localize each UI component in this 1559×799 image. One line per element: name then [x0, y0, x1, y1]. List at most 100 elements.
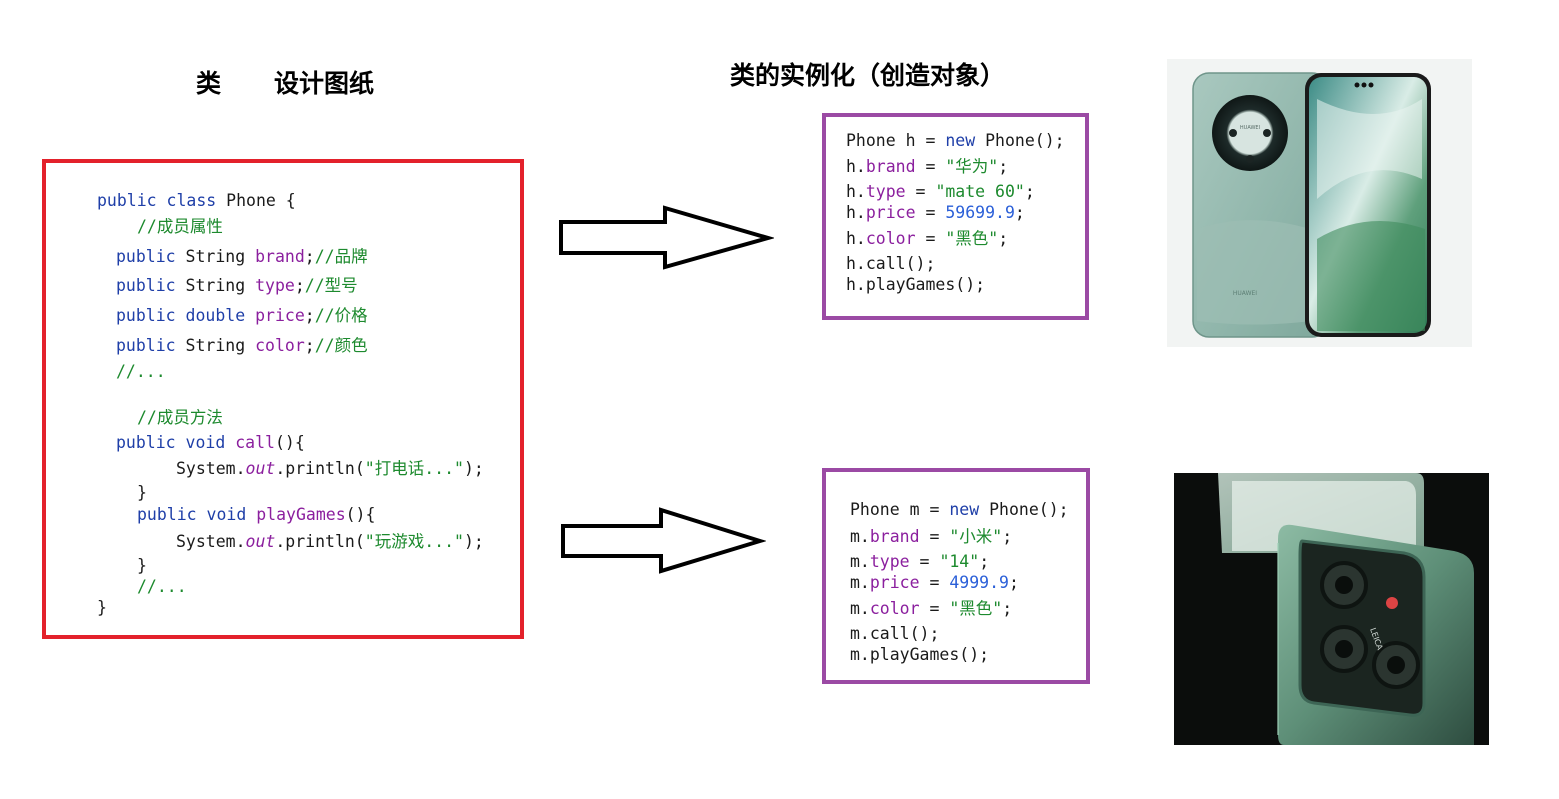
code-line-playgames-println: System.out.println("玩游戏...");	[176, 532, 484, 552]
xiaomi-phone-image: LEICA	[1174, 473, 1489, 745]
code-line-color: public String color;//颜色	[116, 336, 368, 356]
code-text: );	[463, 459, 484, 478]
code-text: ;	[1008, 573, 1019, 592]
huawei-phone-image: HUAWEI HUAWEI	[1167, 59, 1472, 347]
code-text: Phone h =	[846, 131, 946, 150]
code-text: Phone();	[989, 500, 1069, 519]
field-name: price	[865, 203, 916, 222]
field-name: price	[255, 306, 305, 325]
type-name: String	[185, 247, 256, 266]
comment-ellipsis: //...	[116, 362, 166, 381]
code-text: System.	[176, 459, 246, 478]
code-text: h.	[846, 203, 866, 222]
code-text: m.	[850, 599, 870, 618]
class-definition-box: public class Phone { //成员属性 public Strin…	[42, 159, 524, 639]
comment: //品牌	[314, 247, 368, 266]
code-line-m-type: m.type = "14";	[850, 552, 989, 572]
field-name: price	[869, 573, 920, 592]
code-text: System.	[176, 532, 246, 551]
code-text: h.	[846, 182, 866, 201]
code-text: .println(	[275, 459, 365, 478]
code-text: ;	[1002, 599, 1013, 618]
code-line-h-call: h.call();	[846, 254, 936, 273]
field-name: color	[869, 599, 920, 618]
code-text: Phone {	[226, 191, 296, 210]
code-text: h.	[846, 229, 866, 248]
code-text: =	[915, 229, 946, 248]
code-text: Phone();	[985, 131, 1065, 150]
string-literal: "黑色"	[949, 599, 1003, 618]
comment: //价格	[314, 306, 368, 325]
code-line-playgames-method: public void playGames(){	[137, 505, 375, 525]
code-text: ;	[304, 247, 315, 266]
code-text: =	[905, 182, 936, 201]
string-literal: "玩游戏..."	[364, 532, 464, 551]
code-line-close-brace: }	[137, 483, 147, 502]
code-line-close-brace: }	[137, 556, 147, 575]
code-text: ;	[998, 157, 1009, 176]
code-line-m-color: m.color = "黑色";	[850, 599, 1012, 619]
arrow-right-icon	[561, 507, 766, 574]
string-literal: "黑色"	[945, 229, 999, 248]
type-name: String	[185, 336, 256, 355]
code-text: m.	[850, 552, 870, 571]
class-heading: 类	[196, 69, 222, 98]
blueprint-heading: 设计图纸	[274, 69, 375, 98]
field-name: type	[865, 182, 906, 201]
code-text: (){	[274, 433, 305, 452]
keyword: public void	[137, 505, 257, 524]
code-text: =	[915, 203, 946, 222]
keyword: public	[116, 247, 186, 266]
code-line-new-h: Phone h = new Phone();	[846, 131, 1065, 151]
xiaomi-phone-illustration: LEICA	[1218, 473, 1474, 745]
huawei-object-box: Phone h = new Phone(); h.brand = "华为"; h…	[822, 113, 1089, 320]
string-literal: "mate 60"	[935, 182, 1025, 201]
number-literal: 59699.9	[945, 203, 1015, 222]
code-line-m-price: m.price = 4999.9;	[850, 573, 1019, 593]
field-name: color	[865, 229, 916, 248]
code-line-class-close: }	[97, 598, 107, 617]
huawei-back-logo-text: HUAWEI	[1233, 290, 1257, 297]
static-field: out	[245, 459, 276, 478]
code-line-new-m: Phone m = new Phone();	[850, 500, 1069, 520]
code-text: .println(	[275, 532, 365, 551]
method-name: call	[235, 433, 275, 452]
code-text: =	[915, 157, 946, 176]
code-line-price: public double price;//价格	[116, 306, 368, 326]
string-literal: "小米"	[949, 527, 1003, 546]
code-line-call-println: System.out.println("打电话...");	[176, 459, 484, 479]
code-line-call-method: public void call(){	[116, 433, 305, 453]
string-literal: "打电话..."	[364, 459, 464, 478]
code-text: ;	[304, 336, 315, 355]
comment-ellipsis: //...	[137, 577, 187, 596]
code-text: m.	[850, 573, 870, 592]
comment-member-fields: //成员属性	[137, 217, 223, 236]
field-name: brand	[865, 157, 916, 176]
code-text: =	[919, 573, 950, 592]
keyword: new	[949, 500, 990, 519]
code-text: ;	[1014, 203, 1025, 222]
string-literal: "14"	[939, 552, 980, 571]
type-name: double	[185, 306, 256, 325]
field-name: color	[255, 336, 305, 355]
code-line-type: public String type;//型号	[116, 276, 358, 296]
code-text: (){	[345, 505, 376, 524]
code-text: ;	[1002, 527, 1013, 546]
field-name: type	[869, 552, 910, 571]
huawei-phone-illustration: HUAWEI HUAWEI	[1192, 72, 1431, 338]
arrow-right-icon	[559, 205, 774, 270]
keyword: public void	[116, 433, 236, 452]
code-text: m.	[850, 527, 870, 546]
keyword: new	[945, 131, 986, 150]
code-line-m-call: m.call();	[850, 624, 940, 643]
keyword: public	[116, 276, 186, 295]
string-literal: "华为"	[945, 157, 999, 176]
code-line-h-price: h.price = 59699.9;	[846, 203, 1025, 223]
code-line-h-brand: h.brand = "华为";	[846, 157, 1008, 177]
static-field: out	[245, 532, 276, 551]
field-name: brand	[869, 527, 920, 546]
code-line-h-color: h.color = "黑色";	[846, 229, 1008, 249]
code-line-m-brand: m.brand = "小米";	[850, 527, 1012, 547]
huawei-camera-logo-text: HUAWEI	[1240, 125, 1260, 131]
code-text: ;	[1024, 182, 1035, 201]
